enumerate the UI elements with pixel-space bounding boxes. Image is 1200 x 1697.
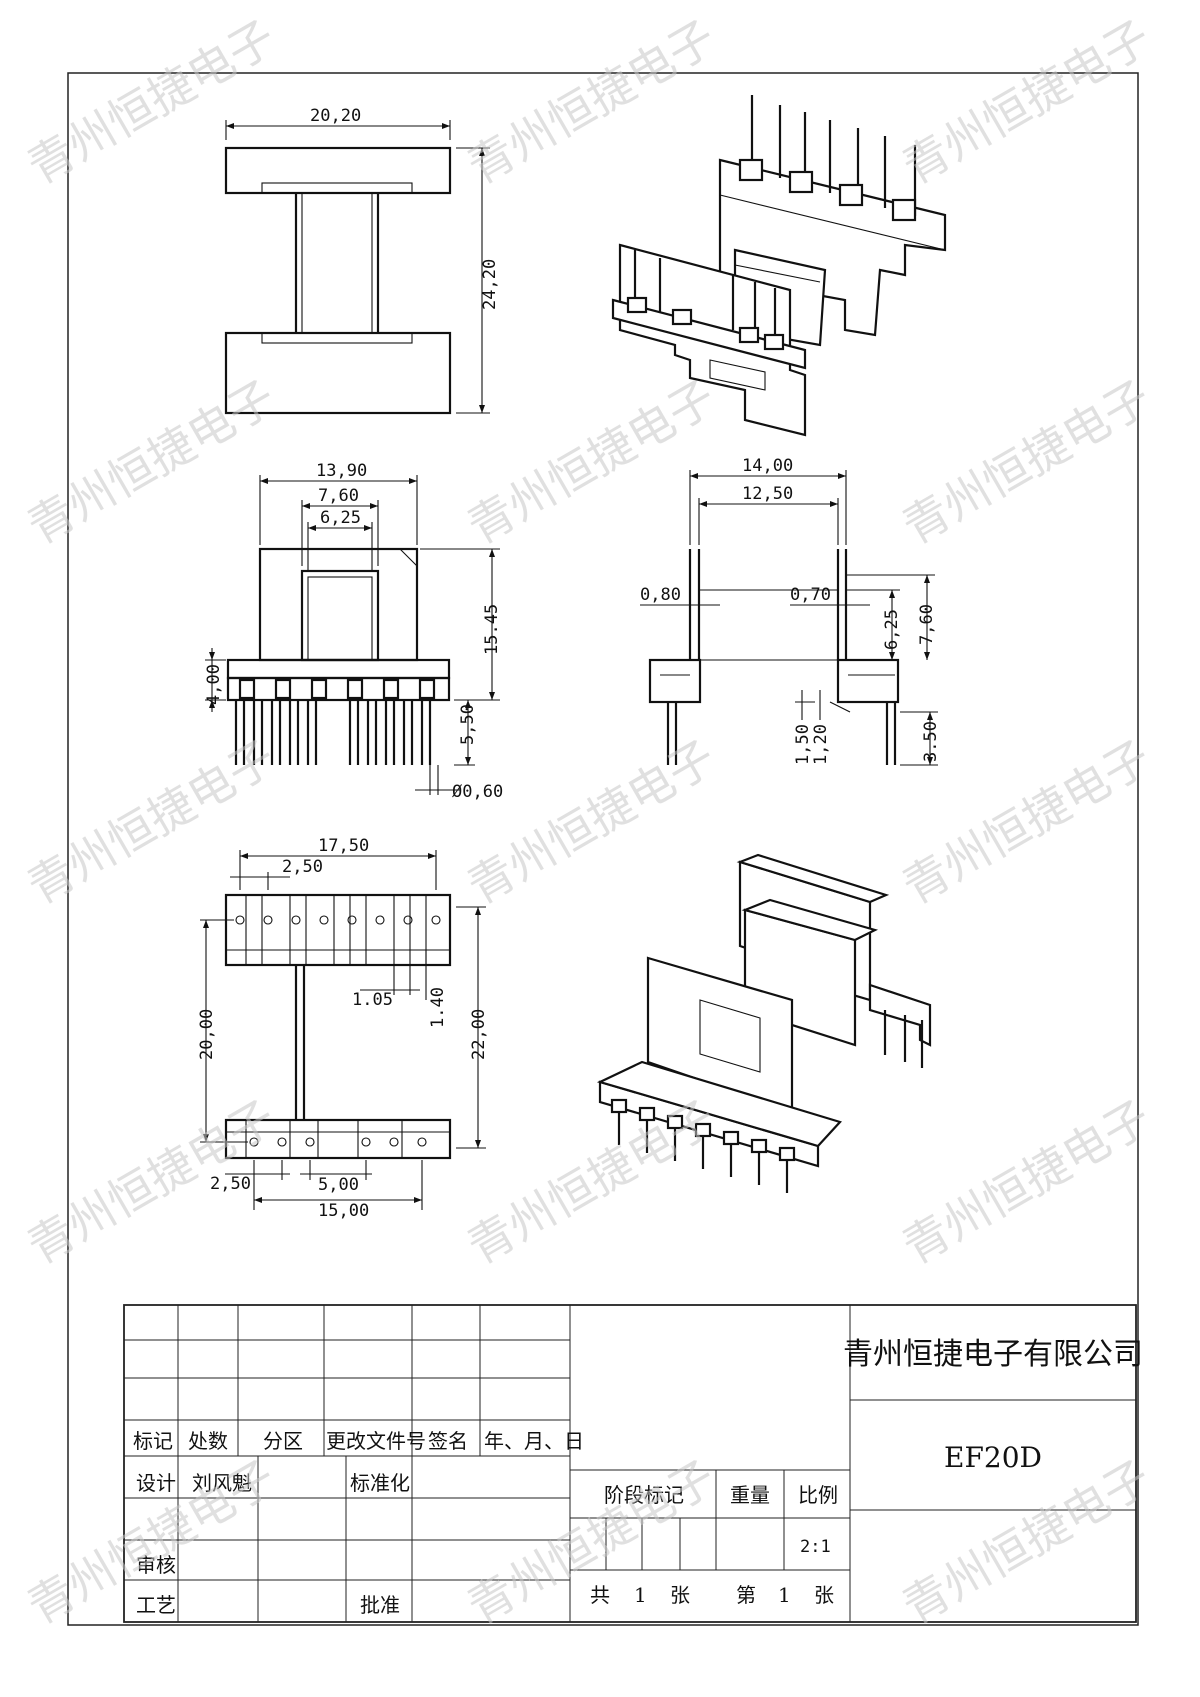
dim-pin-diameter: Ø0,60 — [452, 782, 503, 802]
watermark-text: 青州恒捷电子 — [894, 1090, 1160, 1275]
dim-bottom-outer: 22,00 — [469, 1009, 489, 1060]
watermark-text: 青州恒捷电子 — [459, 730, 725, 915]
sheet-no-prefix: 第 — [736, 1583, 756, 1607]
dim-side-width: 14,00 — [742, 456, 793, 476]
sheets-unit: 张 — [670, 1583, 690, 1607]
rev-header-date: 年、月、日 — [484, 1429, 584, 1453]
rev-header-doc: 更改文件号 — [326, 1429, 426, 1453]
watermark-text: 青州恒捷电子 — [894, 1450, 1160, 1635]
process-label: 工艺 — [136, 1593, 176, 1617]
sheet-border — [67, 72, 1139, 1626]
dim-bottom-row-width: 17,50 — [318, 836, 369, 856]
rev-header-count: 处数 — [188, 1429, 228, 1453]
dim-bottom-pin-gap: 1.40 — [428, 987, 448, 1028]
rev-header-sign: 签名 — [428, 1429, 468, 1453]
standard-label: 标准化 — [350, 1471, 410, 1495]
iso-view-top — [611, 95, 947, 437]
dim-bottom-inner: 20,00 — [197, 1009, 217, 1060]
sheet-no: 1 — [778, 1583, 791, 1607]
sheets-total-prefix: 共 — [590, 1583, 610, 1607]
company-name: 青州恒捷电子有限公司 — [843, 1337, 1143, 1372]
dim-side-wall-right: 0,70 — [790, 585, 831, 605]
stage-label: 阶段标记 — [604, 1483, 684, 1507]
sheets-total: 1 — [634, 1583, 647, 1607]
dim-bottom-pitch: 2,50 — [282, 857, 323, 877]
sheet-no-unit: 张 — [814, 1583, 834, 1607]
watermark-text: 青州恒捷电子 — [894, 10, 1160, 195]
watermark-text: 青州恒捷电子 — [459, 10, 725, 195]
review-label: 审核 — [136, 1553, 176, 1577]
dim-side-step-2: 1,20 — [811, 724, 831, 765]
watermark-text: 青州恒捷电子 — [894, 370, 1160, 555]
bottom-view: 17,50 2,50 20,00 22,00 1.05 1.40 2,50 5,… — [197, 836, 489, 1221]
scale-label: 比例 — [798, 1483, 838, 1507]
dim-side-step-1: 1,50 — [793, 724, 813, 765]
watermark-layer: 青州恒捷电子 青州恒捷电子 青州恒捷电子 青州恒捷电子 青州恒捷电子 青州恒捷电… — [19, 10, 1160, 1635]
dim-front-window-outer: 7,60 — [318, 486, 359, 506]
dim-side-pin: 3.50 — [921, 721, 941, 762]
front-view: 13,90 7,60 6,25 15.45 5,50 4,00 Ø0,60 — [204, 461, 503, 802]
designer-name: 刘风魁 — [192, 1471, 252, 1495]
watermark-text: 青州恒捷电子 — [19, 10, 285, 195]
iso-view-bottom — [596, 853, 932, 1193]
scale-value: 2:1 — [800, 1537, 831, 1557]
dim-front-height: 15.45 — [482, 604, 502, 655]
dim-top-width: 20,20 — [310, 106, 361, 126]
dim-front-window-inner: 6,25 — [320, 508, 361, 528]
weight-label: 重量 — [730, 1483, 770, 1507]
part-number: EF20D — [944, 1441, 1042, 1474]
dim-front-width: 13,90 — [316, 461, 367, 481]
rev-header-zone: 分区 — [263, 1429, 303, 1453]
dim-bottom-pitch-2: 2,50 — [210, 1174, 251, 1194]
dim-front-base: 4,00 — [204, 664, 224, 705]
design-label: 设计 — [136, 1471, 176, 1495]
watermark-text: 青州恒捷电子 — [459, 1090, 725, 1275]
dim-side-window: 6,25 — [882, 609, 902, 650]
watermark-text: 青州恒捷电子 — [19, 370, 285, 555]
dim-side-inner: 12,50 — [742, 484, 793, 504]
dim-front-pin-length: 5,50 — [458, 704, 478, 745]
dim-side-total: 7,60 — [917, 604, 937, 645]
title-block: 青州恒捷电子有限公司 EF20D 标记 处数 分区 更改文件号 签名 年、月、日… — [123, 1304, 1143, 1623]
dim-side-wall-left: 0,80 — [640, 585, 681, 605]
approve-label: 批准 — [360, 1593, 400, 1617]
dim-top-height: 24,20 — [480, 259, 500, 310]
top-view: 20,20 24,20 — [224, 106, 500, 415]
rev-header-mark: 标记 — [133, 1429, 173, 1453]
watermark-text: 青州恒捷电子 — [459, 370, 725, 555]
dim-bottom-pin-width: 1.05 — [352, 990, 393, 1010]
dim-bottom-row2-width: 15,00 — [318, 1201, 369, 1221]
dim-bottom-span: 5,00 — [318, 1175, 359, 1195]
side-view: 14,00 12,50 0,80 0,70 6,25 7,60 1,50 1,2… — [640, 456, 941, 766]
watermark-text: 青州恒捷电子 — [19, 730, 285, 915]
